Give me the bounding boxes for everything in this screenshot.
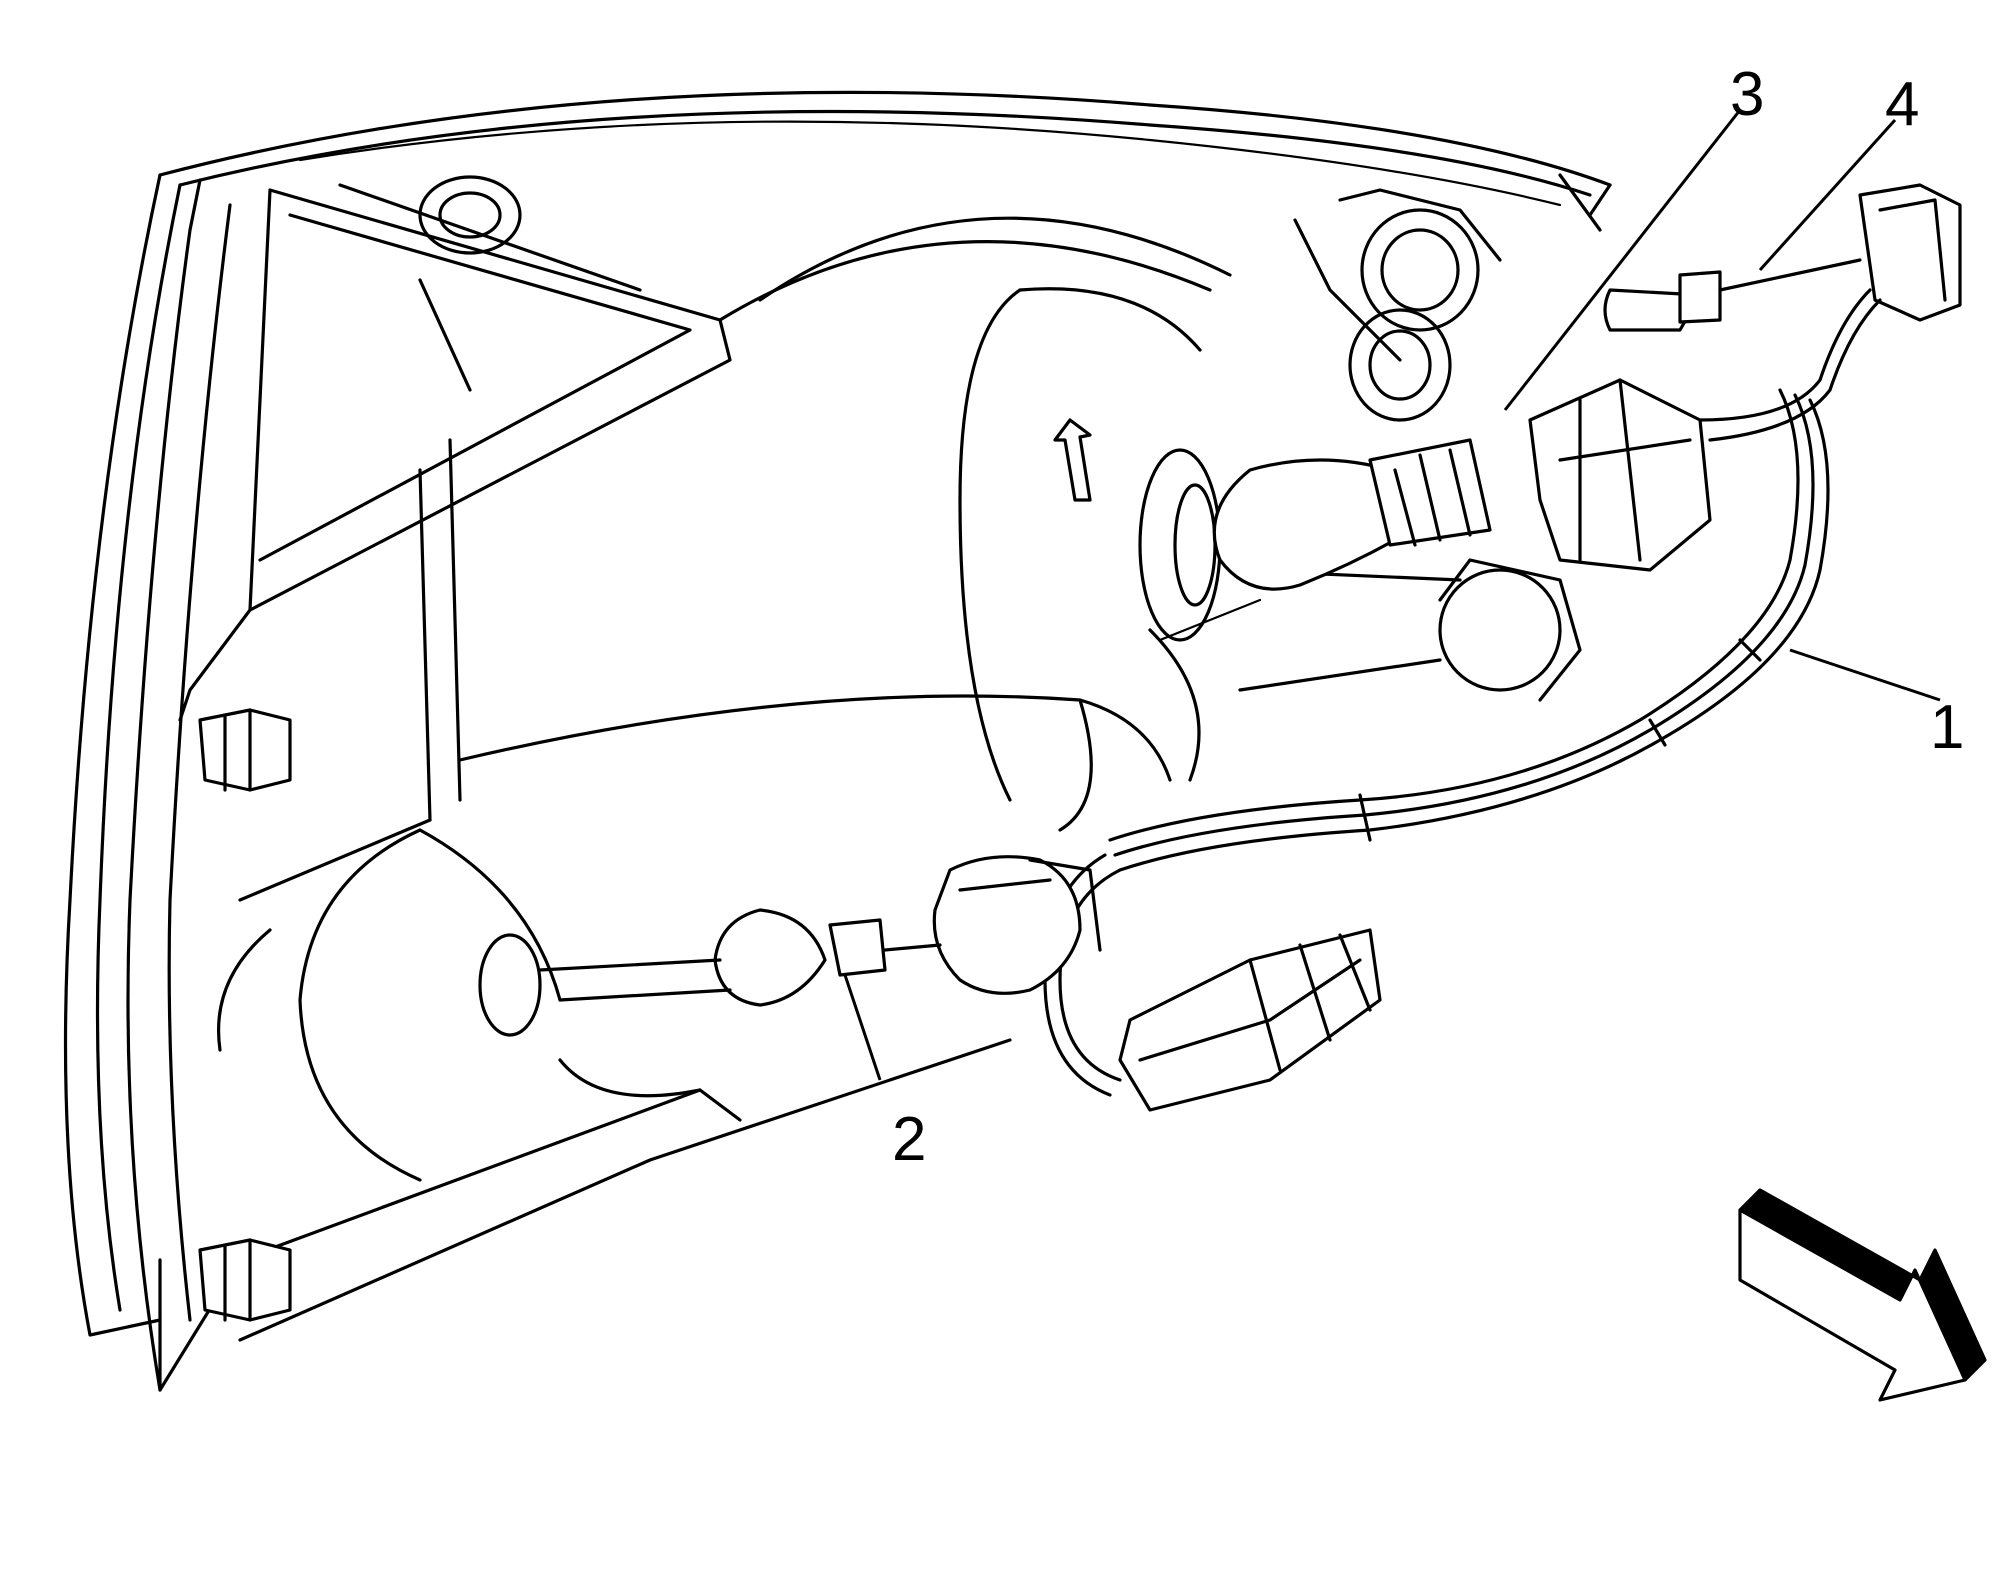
mounting-clips: [198, 708, 292, 1322]
callout-leaders: [843, 109, 1941, 1081]
center-reflector: [458, 287, 1262, 832]
right-socket-cluster: [1138, 188, 1582, 702]
wiring-harness: [1043, 288, 1882, 1097]
harness-connector: [1118, 928, 1382, 1112]
bulb-3-assembly: [1212, 378, 1712, 591]
bulb-4-assembly: [1603, 183, 1962, 332]
up-arrow-icon: [1053, 418, 1092, 502]
lamp-housing: [63, 90, 1612, 1392]
upper-reflector: [178, 175, 1232, 902]
callout-4: 4: [1885, 70, 1919, 139]
callout-1: 1: [1930, 693, 1964, 762]
callout-2: 2: [892, 1105, 926, 1174]
bulb-2-assembly: [217, 828, 1102, 1182]
direction-arrow-icon: [1738, 1188, 1987, 1402]
callout-3: 3: [1730, 60, 1764, 129]
